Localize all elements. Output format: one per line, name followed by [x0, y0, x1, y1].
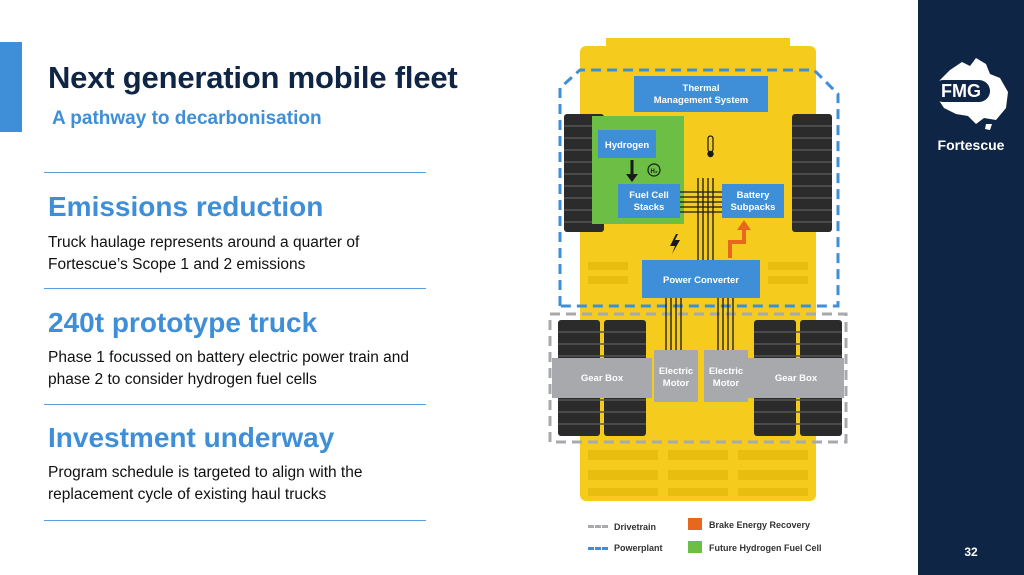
divider — [44, 520, 426, 521]
accent-bar — [0, 42, 22, 132]
section-heading-emissions: Emissions reduction — [48, 191, 324, 222]
motor-right-label-2: Motor — [713, 378, 740, 389]
powerplant-outline — [558, 68, 840, 308]
fuel-cell-box — [618, 184, 680, 218]
thermal-label-1: Thermal — [683, 83, 720, 94]
legend-drivetrain-swatch — [588, 525, 608, 528]
legend-hydrogen-swatch — [688, 541, 702, 553]
thermal-label-2: Management System — [654, 95, 749, 106]
gearbox-right-label: Gear Box — [775, 373, 818, 384]
fmg-logo: FMG — [932, 58, 1008, 130]
divider — [44, 172, 426, 173]
motor-left — [654, 350, 698, 402]
section-heading-investment: Investment underway — [48, 422, 335, 453]
legend-powerplant-swatch — [588, 547, 608, 550]
gearbox-left — [552, 358, 652, 398]
motor-right — [704, 350, 748, 402]
brake-energy-arrow-icon — [728, 228, 746, 258]
h2-label: H₂ — [651, 169, 658, 175]
battery-label-1: Battery — [737, 190, 770, 201]
body-panel-lines — [588, 262, 808, 496]
power-converter-label: Power Converter — [663, 275, 739, 286]
fuel-cell-label-2: Stacks — [634, 202, 665, 213]
cable-bundle-vertical — [697, 178, 714, 260]
divider — [44, 404, 426, 405]
section-heading-prototype: 240t prototype truck — [48, 307, 318, 338]
truck-cab — [606, 38, 790, 52]
hydrogen-box — [598, 130, 656, 158]
front-tyre-right — [792, 114, 832, 232]
brand-name: Fortescue — [937, 137, 1005, 153]
motor-left-label-1: Electric — [659, 366, 693, 377]
legend-hydrogen-label: Future Hydrogen Fuel Cell — [709, 543, 822, 553]
motor-left-label-2: Motor — [663, 378, 690, 389]
drivetrain-outline — [548, 312, 848, 444]
section-body-prototype: Phase 1 focussed on battery electric pow… — [48, 349, 410, 388]
legend-drivetrain-label: Drivetrain — [614, 522, 657, 532]
lightning-icon — [670, 234, 680, 254]
power-converter-box — [642, 260, 760, 298]
hydrogen-label: Hydrogen — [605, 140, 650, 151]
legend-powerplant-label: Powerplant — [614, 543, 663, 553]
page-number: 32 — [964, 545, 978, 559]
battery-box — [722, 184, 784, 218]
legend-brake-swatch — [688, 518, 702, 530]
h2-icon — [647, 163, 661, 177]
section-body-investment: Program schedule is targeted to align wi… — [48, 464, 363, 503]
thermal-box — [634, 76, 768, 112]
truck-diagram: Thermal Management System Hydrogen H₂ Fu… — [548, 38, 848, 501]
legend-brake-label: Brake Energy Recovery — [709, 520, 811, 530]
divider — [44, 288, 426, 289]
motor-cables — [665, 298, 734, 350]
page-title: Next generation mobile fleet — [48, 60, 458, 95]
battery-label-2: Subpacks — [731, 202, 776, 213]
section-body-emissions: Truck haulage represents around a quarte… — [48, 234, 360, 273]
hydrogen-arrow-icon — [626, 174, 638, 182]
logo-text: FMG — [941, 81, 981, 101]
gearbox-right — [748, 358, 844, 398]
page-subtitle: A pathway to decarbonisation — [52, 108, 322, 129]
motor-right-label-1: Electric — [709, 366, 743, 377]
gearbox-left-label: Gear Box — [581, 373, 624, 384]
fuel-cell-label-1: Fuel Cell — [629, 190, 669, 201]
cable-bundle-horizontal — [680, 191, 722, 213]
